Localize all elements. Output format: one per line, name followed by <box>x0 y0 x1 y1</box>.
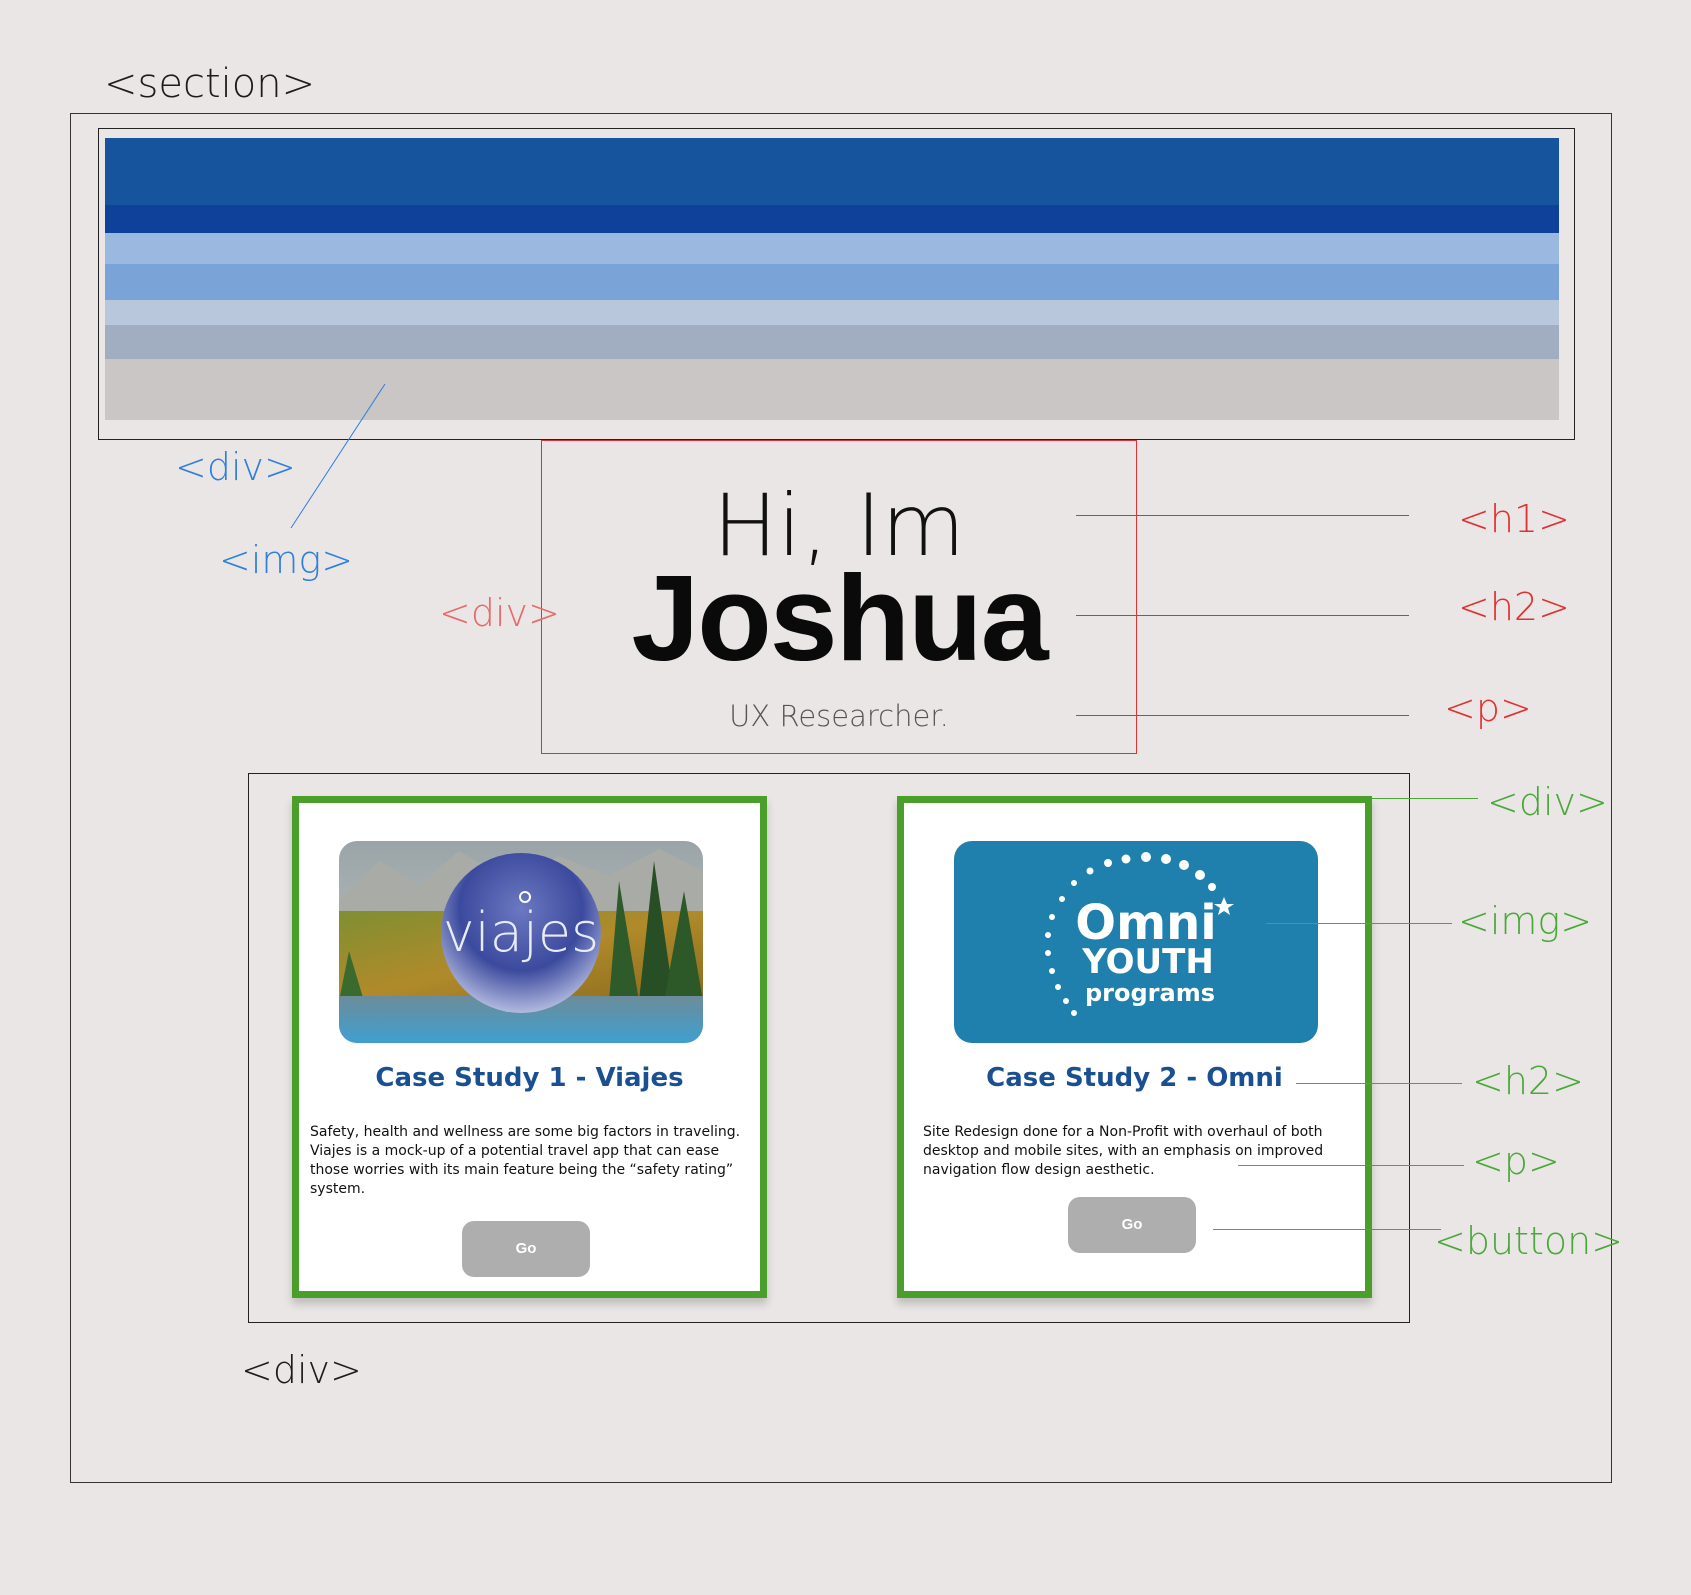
omni-logo-programs: programs <box>1085 979 1215 1007</box>
card-button-tag-label: <button> <box>1434 1219 1624 1263</box>
h2-pointer-line <box>1076 615 1409 616</box>
card-button-pointer-line <box>1213 1229 1441 1230</box>
case-study-card-2: Omni YOUTH programs Case Study 2 - Omni … <box>897 796 1372 1298</box>
hero-content: Hi, Im Joshua UX Researcher. <box>541 440 1137 754</box>
banner-stripe-5 <box>105 300 1559 325</box>
card-h2-tag-label: <h2> <box>1472 1059 1584 1103</box>
case-study-card-1: viajes Case Study 1 - Viajes Safety, hea… <box>292 796 767 1298</box>
case-study-2-title: Case Study 2 - Omni <box>986 1063 1283 1093</box>
banner-div-outline <box>98 128 1575 440</box>
card-img-pointer-line <box>1266 923 1452 924</box>
viajes-image: viajes <box>339 841 703 1043</box>
viajes-logo-text: viajes <box>443 901 599 964</box>
cards-div-tag-label: <div> <box>1487 780 1608 824</box>
outer-div-tag-label: <div> <box>241 1348 362 1392</box>
p-pointer-line <box>1076 715 1409 716</box>
banner-stripe-2 <box>105 205 1559 233</box>
banner-stripe-7 <box>105 359 1559 420</box>
hero-div-tag-label: <div> <box>439 591 560 635</box>
banner-stripe-3 <box>105 233 1559 264</box>
banner-stripe-6 <box>105 325 1559 359</box>
case-study-2-description: Site Redesign done for a Non-Profit with… <box>923 1124 1324 1178</box>
case-study-1-title: Case Study 1 - Viajes <box>375 1063 684 1093</box>
banner-img-tag-label: <img> <box>219 538 354 582</box>
banner-div-tag-label: <div> <box>175 445 296 489</box>
omni-logo-word: Omni <box>1075 895 1216 951</box>
hero-role: UX Researcher. <box>729 699 949 733</box>
cards-div-pointer-line <box>1372 798 1478 799</box>
section-tag-label: <section> <box>104 61 316 107</box>
case-study-2-go-button[interactable]: Go <box>1068 1197 1196 1253</box>
h1-tag-label: <h1> <box>1458 497 1570 541</box>
hero-name: Joshua <box>631 550 1048 686</box>
p-tag-label: <p> <box>1444 686 1532 730</box>
card-img-tag-label: <img> <box>1458 899 1593 943</box>
case-study-1-go-button[interactable]: Go <box>462 1221 590 1277</box>
card-h2-pointer-line <box>1296 1083 1462 1084</box>
section-outline <box>70 113 1612 1483</box>
banner-stripe-4 <box>105 264 1559 300</box>
card-p-pointer-line <box>1238 1165 1464 1166</box>
banner-stripe-1 <box>105 138 1559 205</box>
card-p-tag-label: <p> <box>1472 1139 1560 1183</box>
cards-div-outline <box>248 773 1410 1323</box>
h2-tag-label: <h2> <box>1458 585 1570 629</box>
omni-logo: Omni YOUTH programs <box>1045 852 1234 1016</box>
h1-pointer-line <box>1076 515 1409 516</box>
omni-logo-youth: YOUTH <box>1081 942 1214 982</box>
hero-div-outline <box>541 440 1137 754</box>
hero-greeting: Hi, Im <box>712 476 966 576</box>
viajes-landscape: viajes <box>339 841 703 1043</box>
omni-image: Omni YOUTH programs <box>954 841 1318 1043</box>
banner-image <box>105 138 1559 420</box>
case-study-1-description: Safety, health and wellness are some big… <box>310 1124 741 1197</box>
